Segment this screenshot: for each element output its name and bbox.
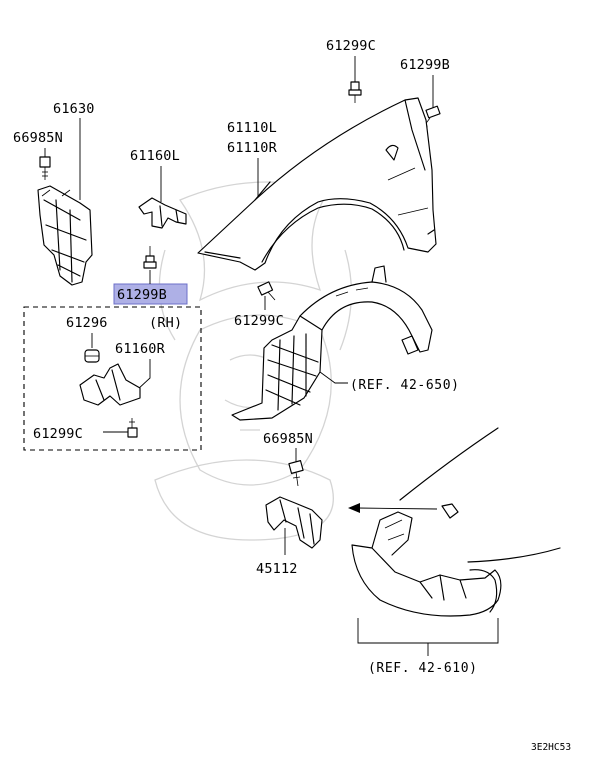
label-61296[interactable]: 61296	[66, 315, 108, 331]
label-61110l[interactable]: 61110L	[227, 120, 277, 136]
bracket-45112[interactable]	[265, 496, 323, 549]
label-61299c-top[interactable]: 61299C	[326, 38, 376, 54]
label-ref-42-610[interactable]: (REF. 42-610)	[368, 661, 478, 676]
leader-lines	[44, 56, 499, 656]
label-ref-42-650[interactable]: (REF. 42-650)	[350, 378, 460, 393]
bracket-61160l[interactable]	[138, 197, 187, 229]
label-61160l[interactable]: 61160L	[130, 148, 180, 164]
screw-61299c-mid[interactable]	[257, 281, 276, 301]
fender-61110[interactable]	[197, 97, 437, 271]
rh-dashed-group-box	[23, 306, 202, 451]
bolt-61299b-selected[interactable]	[143, 246, 157, 269]
label-61299c-mid[interactable]: 61299C	[234, 313, 284, 329]
label-61160r[interactable]: 61160R	[115, 341, 166, 357]
bolt-61299c-box[interactable]	[127, 418, 138, 438]
bracket-61160r[interactable]	[79, 363, 141, 406]
label-61299c-box[interactable]: 61299C	[33, 426, 83, 442]
selected-part-highlight	[113, 283, 188, 305]
splash-shield-61630[interactable]	[37, 185, 93, 286]
bolt-66985n-mid[interactable]	[288, 460, 304, 487]
bumper-ref-42-610[interactable]	[351, 427, 561, 617]
watermark-emblem	[154, 181, 353, 541]
label-66985n-left[interactable]: 66985N	[13, 130, 63, 146]
diagram-code: 3E2HC53	[531, 742, 571, 753]
callout-labels: 61299C 61299B 61630 66985N 61160L 61110L…	[13, 38, 571, 753]
label-61630[interactable]: 61630	[53, 101, 95, 117]
assembly-arrow	[348, 503, 438, 513]
fender-liner-ref-42-650[interactable]	[231, 265, 433, 421]
bolt-66985n-left[interactable]	[39, 156, 51, 180]
label-61299b-selected[interactable]: 61299B	[117, 287, 167, 303]
clip-61296[interactable]	[84, 349, 100, 363]
label-45112[interactable]: 45112	[256, 561, 298, 577]
clip-small[interactable]	[441, 503, 459, 519]
label-61299b-top[interactable]: 61299B	[400, 57, 450, 73]
bolt-61299c-top[interactable]	[348, 81, 362, 103]
label-61110r[interactable]: 61110R	[227, 140, 278, 156]
label-rh: (RH)	[149, 315, 182, 331]
label-66985n-mid[interactable]: 66985N	[263, 431, 313, 447]
